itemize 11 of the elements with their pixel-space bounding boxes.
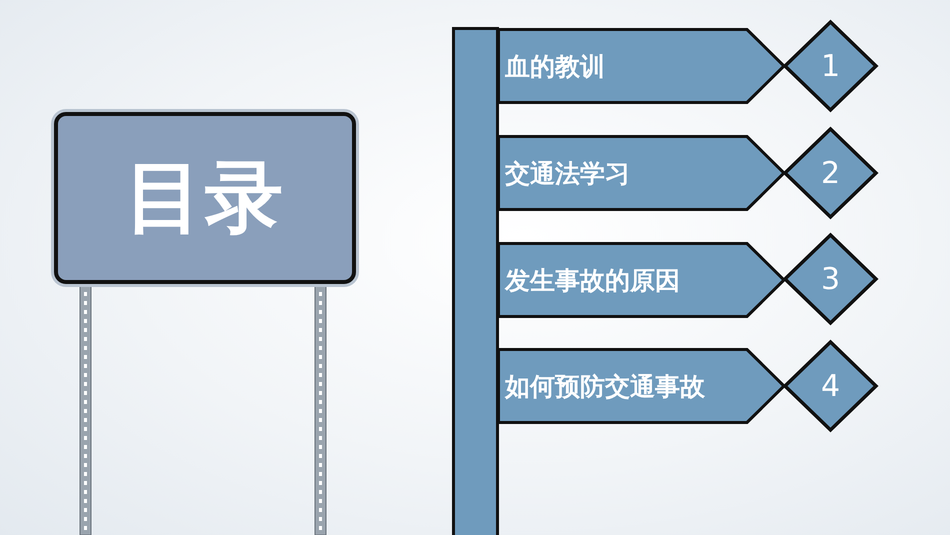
item-number: 4 — [820, 368, 842, 404]
item-number: 3 — [820, 262, 842, 296]
menu-item-text: 血的教训 — [504, 50, 605, 82]
sign-title: 目录 — [125, 152, 285, 244]
item-number: 2 — [820, 156, 842, 190]
menu-item-text: 如何预防交通事故 — [504, 370, 705, 402]
menu-item-text: 发生事故的原因 — [504, 264, 680, 296]
sign-board — [54, 112, 356, 284]
vertical-pole — [452, 27, 499, 535]
menu-item-text: 交通法学习 — [504, 158, 630, 190]
item-number: 1 — [820, 48, 842, 84]
